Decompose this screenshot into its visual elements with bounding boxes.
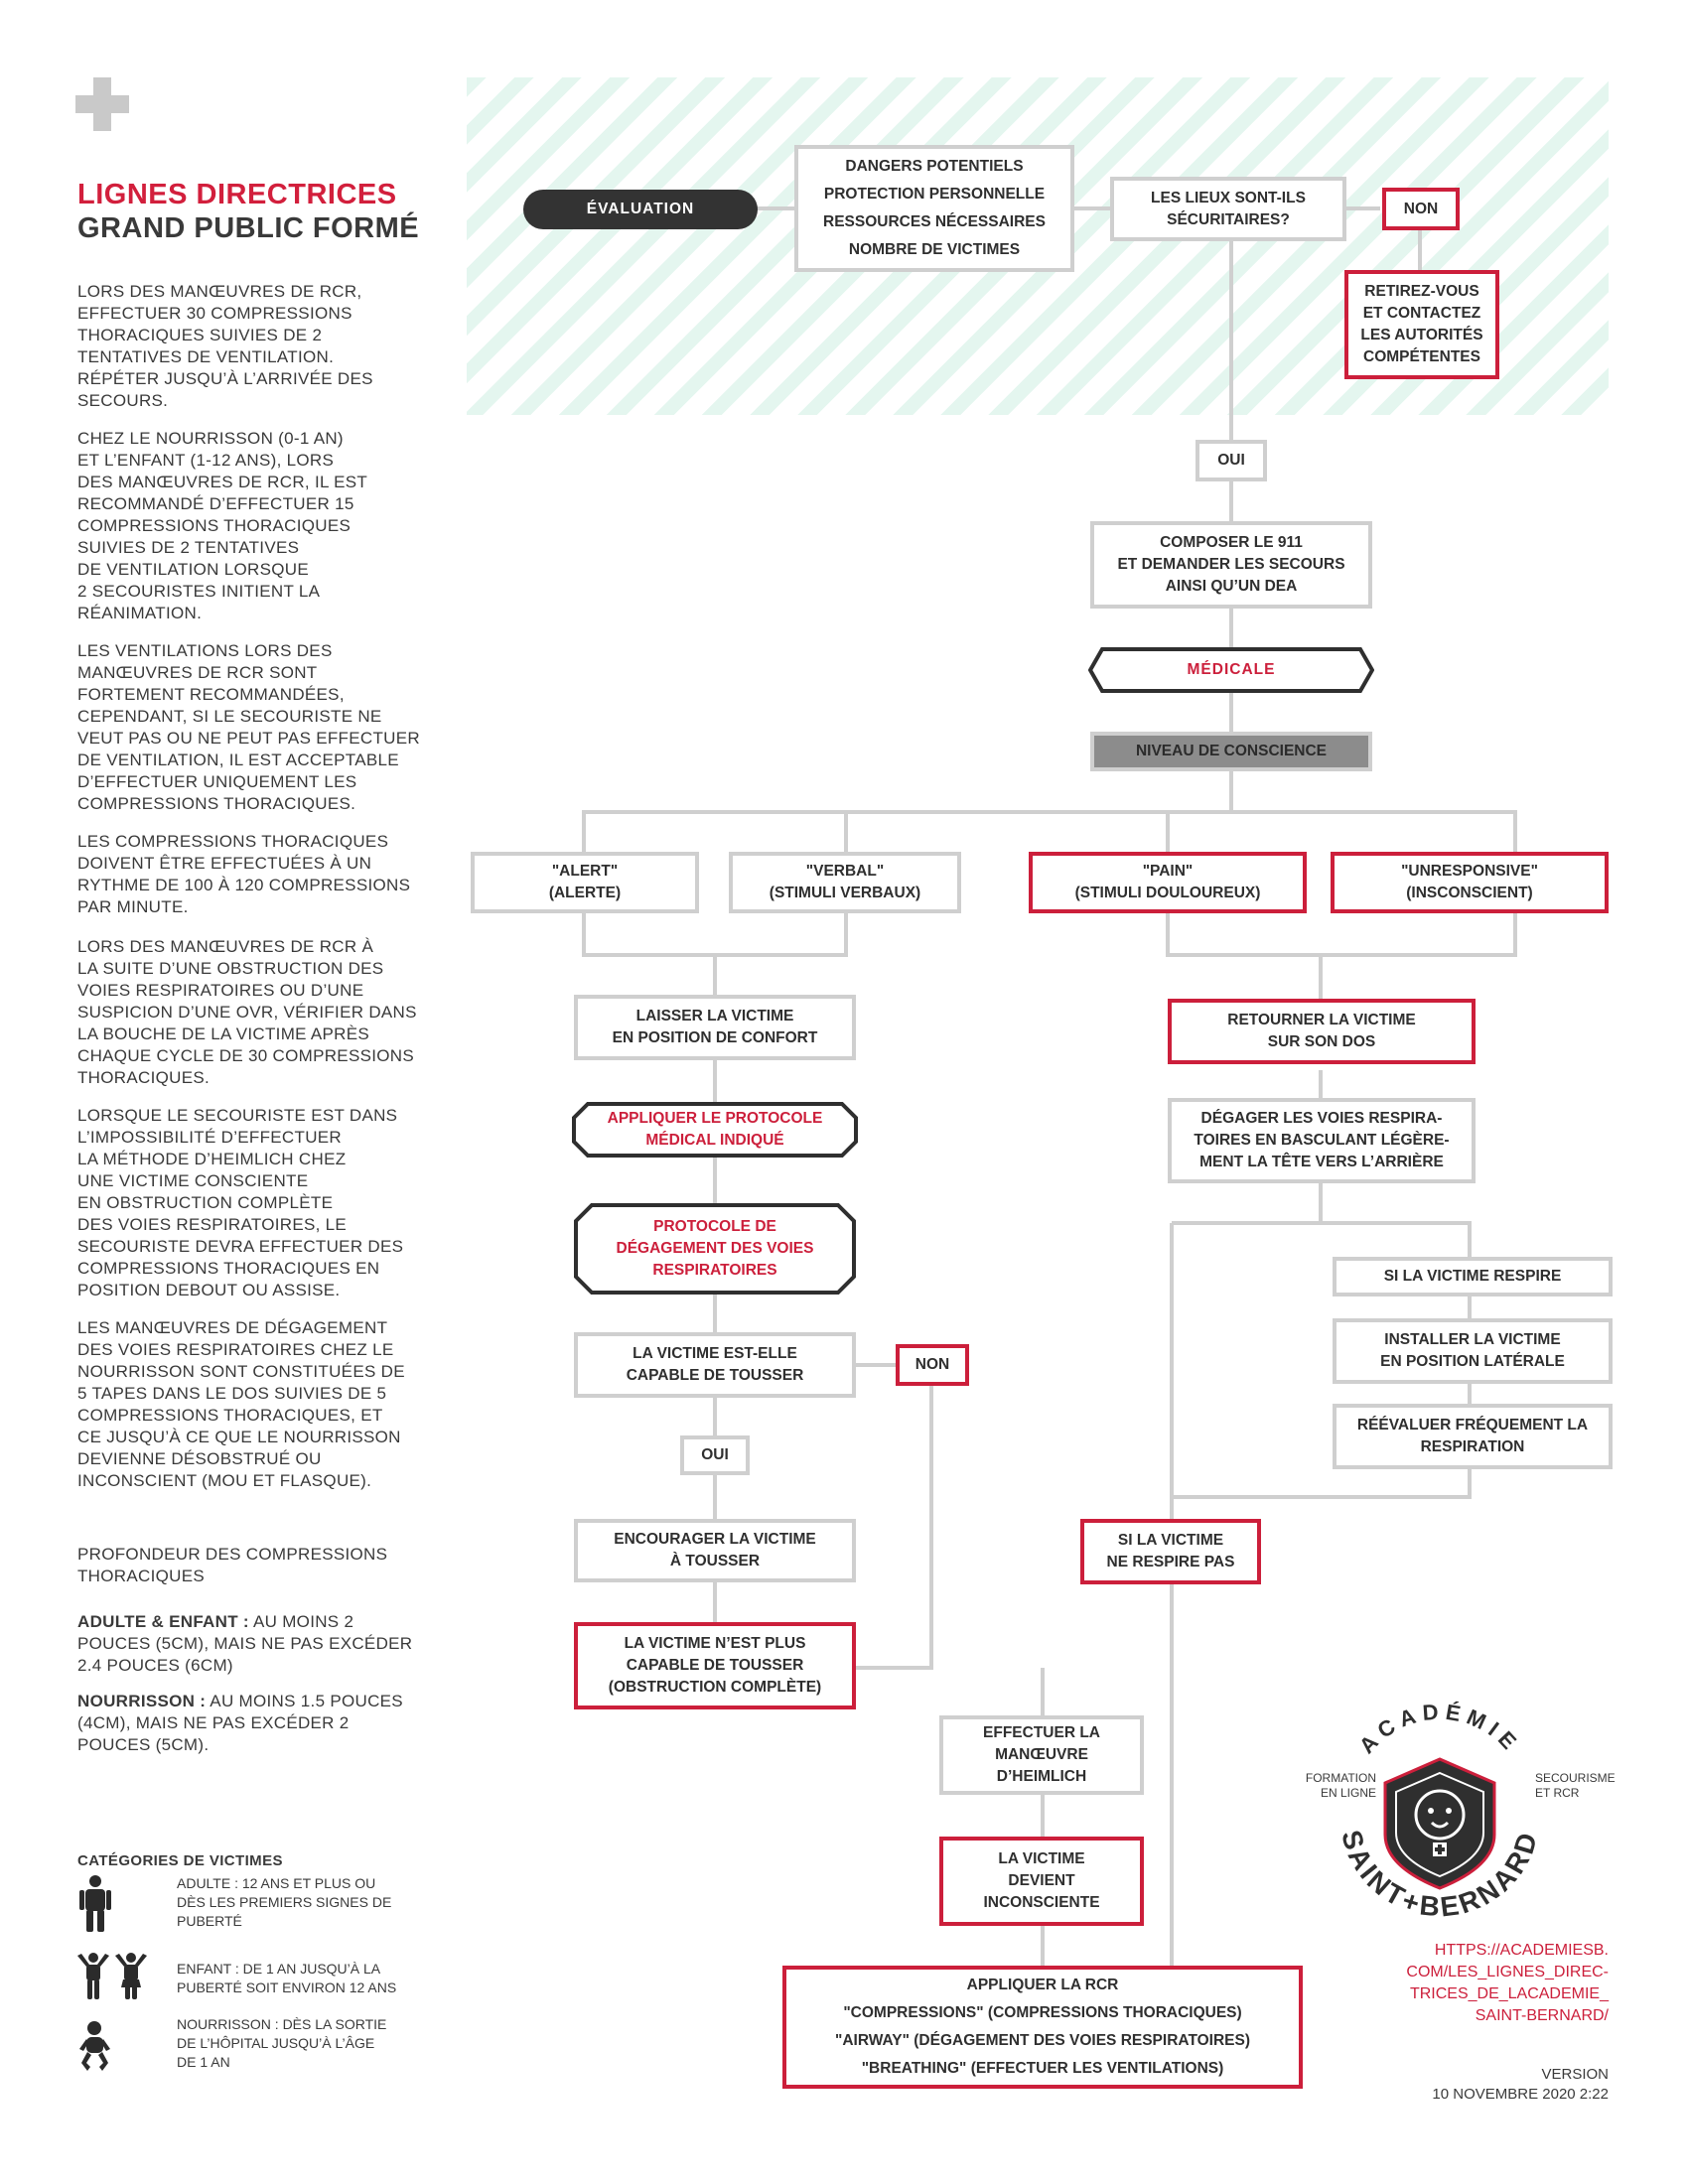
medicale-label: MÉDICALE — [1187, 661, 1276, 678]
oui-label: OUI — [1196, 440, 1267, 481]
ne-respire-pas-box: SI LA VICTIME NE RESPIRE PAS — [1080, 1519, 1261, 1584]
installer-box: INSTALLER LA VICTIME EN POSITION LATÉRAL… — [1333, 1318, 1613, 1384]
evaluation-label: ÉVALUATION — [523, 190, 758, 229]
call-911-box: COMPOSER LE 911 ET DEMANDER LES SECOURS … — [1090, 521, 1372, 609]
non-label-mid: NON — [896, 1344, 969, 1386]
reevaluer-box: RÉÉVALUER FRÉQUEMENT LA RESPIRATION — [1333, 1404, 1613, 1469]
tousser-question-box: LA VICTIME EST-ELLE CAPABLE DE TOUSSER — [574, 1332, 856, 1398]
infant-icon — [79, 2021, 110, 2071]
sidebar-paragraph: Les ventilations lors des manœuvres de R… — [77, 641, 420, 813]
sidebar-paragraph: Lorsque le secouriste est dans l’impossi… — [77, 1106, 404, 1299]
inconsciente-box: LA VICTIME DEVIENT INCONSCIENTE — [939, 1837, 1144, 1926]
category-child-text: Enfant : de 1 an jusqu’à la puberté soit… — [177, 1961, 397, 1995]
logo-top-text: ACADÉMIE — [1354, 1700, 1519, 1759]
plus-tousser-box: LA VICTIME N’EST PLUS CAPABLE DE TOUSSER… — [574, 1622, 856, 1709]
dangers-box: DANGERS POTENTIELS PROTECTION PERSONNELL… — [794, 145, 1074, 272]
laisser-box: LAISSER LA VICTIME EN POSITION DE CONFOR… — [574, 995, 856, 1060]
logo-right-text: SECOURISME ET RCR — [1535, 1771, 1616, 1800]
sidebar-paragraph: Lors des manœuvres de RCR, effectuer 30 … — [77, 282, 373, 410]
depth-adult-label: ADULTE & ENFANT : — [77, 1612, 249, 1631]
protocole-degagement-label: PROTOCOLE DE DÉGAGEMENT DES VOIES RESPIR… — [616, 1218, 814, 1279]
depth-adult-text: au moins 2 pouces (5cm), mais ne pas exc… — [77, 1612, 413, 1675]
sidebar-paragraph: Les manœuvres de dégagement des voies re… — [77, 1318, 405, 1490]
verbal-box: "VERBAL" (STIMULI VERBAUX) — [729, 852, 961, 913]
degager-box: DÉGAGER LES VOIES RESPIRA- TOIRES EN BAS… — [1168, 1098, 1476, 1183]
oui-label-mid: OUI — [680, 1435, 750, 1475]
sidebar-paragraph: Chez le nourrisson (0-1 an) et l’enfant … — [77, 429, 368, 622]
secure-question-box: LES LIEUX SONT-ILS SÉCURITAIRES? — [1110, 177, 1346, 241]
conscience-box: NIVEAU DE CONSCIENCE — [1090, 732, 1372, 771]
version-text: VERSION 10 NOVEMBRE 2020 2:22 — [1432, 2066, 1609, 2103]
encourager-box: ENCOURAGER LA VICTIME À TOUSSER — [574, 1519, 856, 1582]
protocole-medical-label: APPLIQUER LE PROTOCOLE MÉDICAL INDIQUÉ — [607, 1110, 823, 1149]
retirez-box: RETIREZ-VOUS ET CONTACTEZ LES AUTORITÉS … — [1344, 270, 1499, 379]
depth-infant: NOURRISSON : au moins 1.5 pouces (4cm), … — [77, 1691, 455, 1756]
depth-adult: ADULTE & ENFANT : au moins 2 pouces (5cm… — [77, 1611, 455, 1677]
protocole-degagement-octagon — [574, 1203, 856, 1295]
category-adult-text: Adulte : 12 ans et plus ou dès les premi… — [177, 1875, 392, 1929]
sidebar-paragraph: Lors des manœuvres de RCR à la suite d’u… — [77, 937, 417, 1087]
heimlich-box: EFFECTUER LA MANŒUVRE D’HEIMLICH — [939, 1715, 1144, 1795]
pain-box: "PAIN" (STIMULI DOULOUREUX) — [1029, 852, 1307, 913]
category-infant-text: Nourrisson : dès la sortie de l’hôpital … — [177, 2016, 387, 2070]
non-label: NON — [1382, 188, 1460, 230]
retourner-box: RETOURNER LA VICTIME SUR SON DOS — [1168, 999, 1476, 1064]
respire-box: SI LA VICTIME RESPIRE — [1333, 1257, 1613, 1297]
adult-icon — [79, 1875, 111, 1932]
depth-infant-label: NOURRISSON : — [77, 1692, 207, 1710]
academie-url-link[interactable]: https://academiesb. com/les_lignes_direc… — [1406, 1942, 1609, 2024]
medicale-hexagon — [1088, 647, 1374, 693]
cross-icon-bar — [75, 95, 129, 113]
depth-infant-text: au moins 1.5 pouces (4cm), mais ne pas e… — [77, 1692, 403, 1754]
sidebar-paragraph: Les compressions thoraciques doivent êtr… — [77, 832, 411, 916]
alert-box: "ALERT" (ALERTE) — [471, 852, 699, 913]
categories-title: CATÉGORIES DE VICTIMES — [77, 1852, 283, 1869]
protocole-medical-octagon — [572, 1102, 858, 1158]
title-line-1: LIGNES DIRECTRICES — [77, 179, 397, 210]
title-line-2: GRAND PUBLIC FORMÉ — [77, 212, 420, 244]
unresponsive-box: "UNRESPONSIVE" (INSCONSCIENT) — [1331, 852, 1609, 913]
depth-title: Profondeur des compressions thoraciques — [77, 1545, 388, 1585]
child-icon — [77, 1953, 147, 1999]
rcr-box: APPLIQUER LA RCR "COMPRESSIONS" (COMPRES… — [782, 1966, 1303, 2089]
logo-left-text: FORMATION EN LIGNE — [1305, 1771, 1376, 1800]
academie-logo: ACADÉMIE SAINT+BERNARD — [1336, 1700, 1541, 1923]
svg-text:ACADÉMIE: ACADÉMIE — [1354, 1700, 1525, 1759]
